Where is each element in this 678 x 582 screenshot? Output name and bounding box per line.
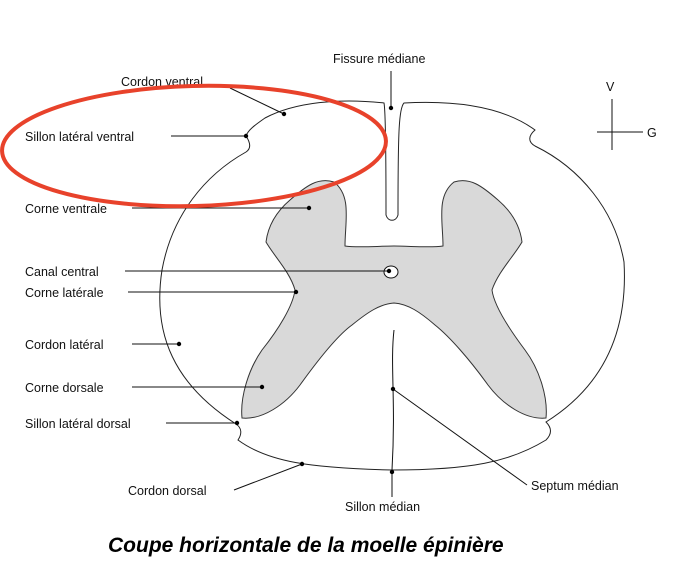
label-septum-median: Septum médian (531, 479, 619, 493)
leader-lines (125, 71, 528, 497)
label-canal-central: Canal central (25, 265, 99, 279)
label-sillon-median: Sillon médian (345, 500, 420, 514)
orientation-indicator: V G (597, 80, 657, 150)
leader-dots (176, 105, 396, 475)
highlight-ellipse (0, 83, 388, 209)
diagram-caption: Coupe horizontale de la moelle épinière (108, 534, 504, 557)
orientation-right-label: G (647, 126, 657, 140)
label-sillon-lateral-ventral: Sillon latéral ventral (25, 130, 134, 144)
median-septum-line (391, 329, 395, 471)
label-cordon-lateral: Cordon latéral (25, 338, 104, 352)
grey-matter (241, 180, 547, 419)
central-canal (383, 265, 399, 279)
label-corne-laterale: Corne latérale (25, 286, 104, 300)
label-fissure-mediane: Fissure médiane (333, 52, 425, 66)
label-sillon-lateral-dorsal: Sillon latéral dorsal (25, 417, 131, 431)
label-corne-ventrale: Corne ventrale (25, 202, 107, 216)
spinal-cord-outline (159, 100, 625, 471)
label-cordon-dorsal: Cordon dorsal (128, 484, 207, 498)
orientation-up-label: V (606, 80, 615, 94)
label-corne-dorsale: Corne dorsale (25, 381, 104, 395)
